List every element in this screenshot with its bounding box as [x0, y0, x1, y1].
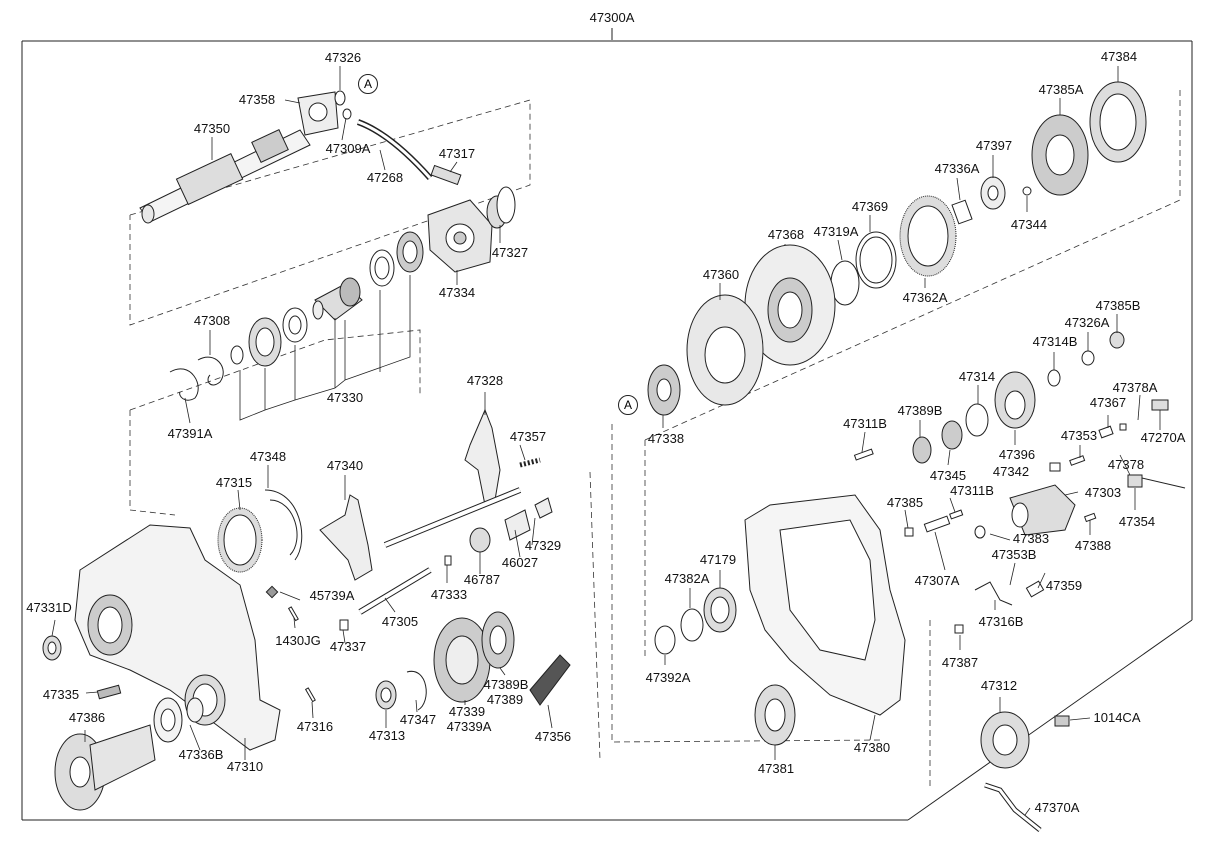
part-label-47389B-right[interactable]: 47389B [897, 403, 943, 418]
part-label-46027[interactable]: 46027 [501, 555, 539, 570]
part-label-47344[interactable]: 47344 [1010, 217, 1048, 232]
part-label-1430JG[interactable]: 1430JG [275, 633, 321, 648]
part-label-47396[interactable]: 47396 [998, 447, 1036, 462]
part-label-47385[interactable]: 47385 [886, 495, 924, 510]
part-label-47340[interactable]: 47340 [326, 458, 364, 473]
part-label-47333[interactable]: 47333 [430, 587, 468, 602]
part-label-47314B[interactable]: 47314B [1032, 334, 1078, 349]
part-label-47334[interactable]: 47334 [438, 285, 476, 300]
part-label-47360[interactable]: 47360 [702, 267, 740, 282]
output-flange-47386 [54, 724, 156, 811]
input-shaft [139, 129, 311, 224]
part-label-47356[interactable]: 47356 [534, 729, 572, 744]
part-label-47311B[interactable]: 47311B [843, 416, 887, 431]
part-label-1014CA[interactable]: 1014CA [1093, 710, 1141, 725]
part-label-47336A[interactable]: 47336A [934, 161, 980, 176]
part-label-47339[interactable]: 47339 [448, 704, 486, 719]
part-label-47358[interactable]: 47358 [238, 92, 276, 107]
part-label-47388[interactable]: 47388 [1074, 538, 1112, 553]
part-label-47316[interactable]: 47316 [296, 719, 334, 734]
part-label-47270A[interactable]: 47270A [1140, 430, 1186, 445]
bearing-retainer-47358 [297, 91, 339, 136]
output-hub-47330 [312, 277, 363, 321]
part-label-47311B-2[interactable]: 47311B [950, 483, 994, 498]
part-label-47348[interactable]: 47348 [249, 449, 287, 464]
part-label-47335[interactable]: 47335 [42, 687, 80, 702]
part-label-47350[interactable]: 47350 [193, 121, 231, 136]
part-label-47309A[interactable]: 47309A [325, 141, 371, 156]
part-label-47308[interactable]: 47308 [193, 313, 231, 328]
part-label-47387[interactable]: 47387 [941, 655, 979, 670]
part-label-47319A[interactable]: 47319A [813, 224, 859, 239]
part-label-47389[interactable]: 47389 [486, 692, 524, 707]
part-label-47310[interactable]: 47310 [226, 759, 264, 774]
part-label-47312[interactable]: 47312 [980, 678, 1018, 693]
part-label-47357[interactable]: 47357 [509, 429, 547, 444]
part-label-47353[interactable]: 47353 [1060, 428, 1098, 443]
part-label-47314[interactable]: 47314 [958, 369, 996, 384]
part-label-47326[interactable]: 47326 [324, 50, 362, 65]
part-label-47305[interactable]: 47305 [381, 614, 419, 629]
part-label-47385B[interactable]: 47385B [1095, 298, 1141, 313]
part-label-47392A[interactable]: 47392A [645, 670, 691, 685]
part-label-47391A[interactable]: 47391A [167, 426, 213, 441]
part-label-47354[interactable]: 47354 [1118, 514, 1156, 529]
part-label-47326A[interactable]: 47326A [1064, 315, 1110, 330]
part-label-47303[interactable]: 47303 [1084, 485, 1122, 500]
part-label-47385A[interactable]: 47385A [1038, 82, 1084, 97]
part-label-47369[interactable]: 47369 [851, 199, 889, 214]
diagram-title: 47300A [589, 10, 635, 25]
part-label-47179[interactable]: 47179 [699, 552, 737, 567]
part-label-47307A[interactable]: 47307A [914, 573, 960, 588]
part-label-47338[interactable]: 47338 [647, 431, 685, 446]
part-label-47313[interactable]: 47313 [368, 728, 406, 743]
part-label-47328[interactable]: 47328 [466, 373, 504, 388]
part-label-47397[interactable]: 47397 [975, 138, 1013, 153]
part-label-46787[interactable]: 46787 [463, 572, 501, 587]
part-label-47381[interactable]: 47381 [757, 761, 795, 776]
part-label-47347[interactable]: 47347 [399, 712, 437, 727]
part-label-47337[interactable]: 47337 [329, 639, 367, 654]
part-label-47359[interactable]: 47359 [1045, 578, 1083, 593]
part-label-47329[interactable]: 47329 [524, 538, 562, 553]
part-label-47353B[interactable]: 47353B [991, 547, 1037, 562]
part-label-47316B[interactable]: 47316B [978, 614, 1024, 629]
part-label-47370A[interactable]: 47370A [1034, 800, 1080, 815]
reference-marker-a-mid: A [618, 395, 638, 415]
part-label-47389B[interactable]: 47389B [483, 677, 529, 692]
part-label-47378A[interactable]: 47378A [1112, 380, 1158, 395]
part-label-47368[interactable]: 47368 [767, 227, 805, 242]
part-label-45739A[interactable]: 45739A [309, 588, 355, 603]
part-label-47383[interactable]: 47383 [1012, 531, 1050, 546]
part-label-47268[interactable]: 47268 [366, 170, 404, 185]
part-label-47386[interactable]: 47386 [68, 710, 106, 725]
part-label-47382A[interactable]: 47382A [664, 571, 710, 586]
part-label-47367[interactable]: 47367 [1089, 395, 1127, 410]
part-label-47315[interactable]: 47315 [215, 475, 253, 490]
part-label-47339A[interactable]: 47339A [446, 719, 492, 734]
part-label-47327[interactable]: 47327 [491, 245, 529, 260]
part-label-47317[interactable]: 47317 [438, 146, 476, 161]
part-label-47362A[interactable]: 47362A [902, 290, 948, 305]
part-label-47380[interactable]: 47380 [853, 740, 891, 755]
part-label-47342[interactable]: 47342 [992, 464, 1030, 479]
reference-marker-a-top: A [358, 74, 378, 94]
part-label-47330[interactable]: 47330 [326, 390, 364, 405]
part-label-47384[interactable]: 47384 [1100, 49, 1138, 64]
differential-carrier-47334 [427, 199, 493, 273]
part-label-47336B[interactable]: 47336B [178, 747, 224, 762]
part-label-47331D[interactable]: 47331D [26, 600, 72, 615]
part-label-47378[interactable]: 47378 [1107, 457, 1145, 472]
part-label-47345[interactable]: 47345 [929, 468, 967, 483]
